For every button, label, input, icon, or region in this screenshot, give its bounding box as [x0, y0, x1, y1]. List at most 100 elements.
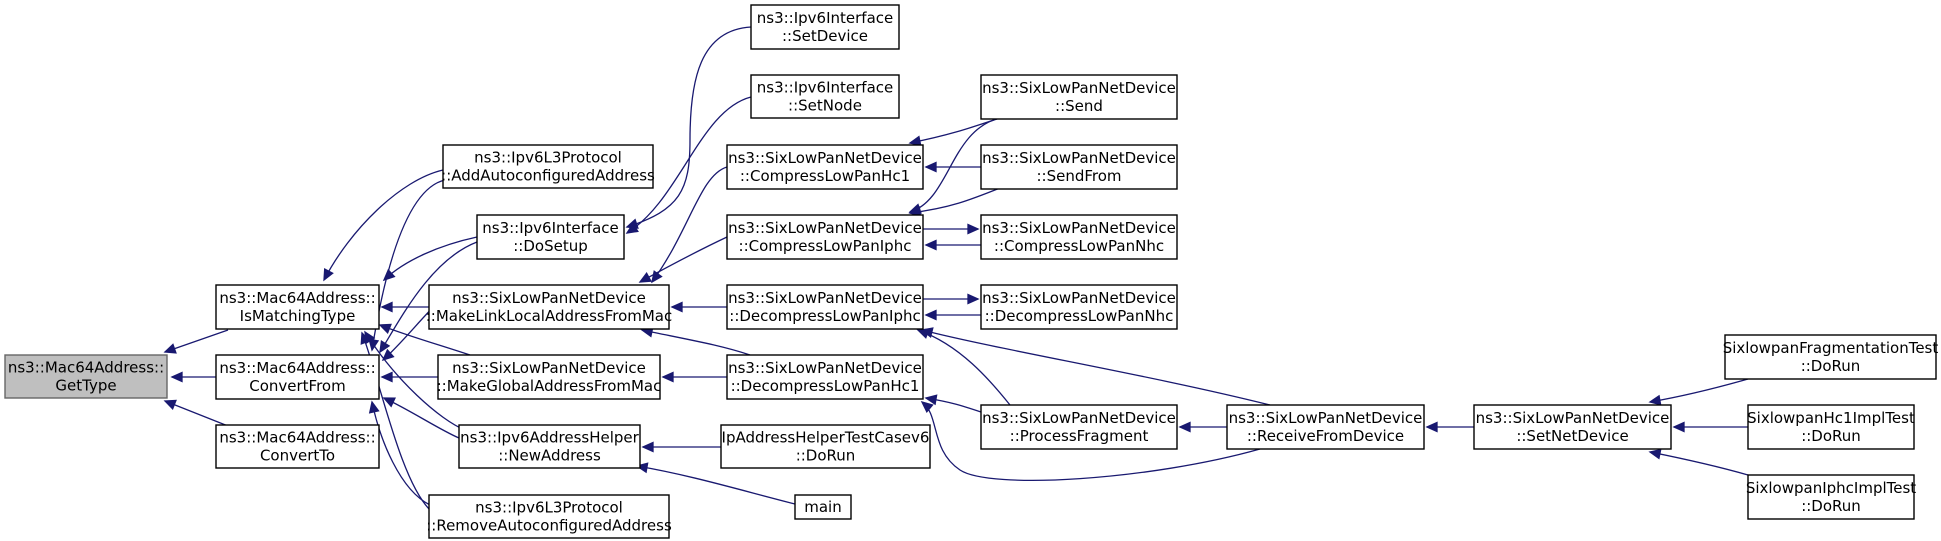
node-box [476, 214, 625, 260]
arrow-head [382, 268, 396, 282]
graph-node-n18[interactable]: ns3::SixLowPanNetDevice::Send [980, 74, 1178, 120]
arrow-head [379, 340, 391, 354]
call-edge-n19-to-n12 [924, 161, 981, 173]
call-edge-n26-to-n24 [1672, 421, 1748, 433]
node-box [794, 494, 852, 520]
graph-node-n7[interactable]: ns3::SixLowPanNetDevice::MakeGlobalAddre… [437, 354, 662, 400]
graph-node-n21[interactable]: ns3::SixLowPanNetDevice::DecompressLowPa… [980, 284, 1178, 330]
node-label-line: ns3::Ipv6Interface [757, 79, 894, 97]
arrow-head [360, 331, 371, 345]
arrow-head [381, 348, 395, 362]
arrow-head [1648, 448, 1662, 460]
node-label-line: ns3::Ipv6L3Protocol [474, 149, 622, 167]
call-edge-n7-to-n2 [380, 371, 438, 383]
graph-node-n9[interactable]: ns3::Ipv6L3Protocol::RemoveAutoconfigure… [426, 494, 672, 539]
call-edge-n20-to-n13 [924, 239, 981, 251]
node-label-line: ::CompressLowPanNhc [994, 237, 1164, 255]
edge-line [639, 236, 728, 283]
call-edge-n7-to-n1 [378, 323, 471, 356]
arrow-head [1648, 394, 1662, 406]
call-edge-n22-to-n15 [924, 394, 982, 413]
edge-line [917, 329, 1011, 406]
edge-line [383, 236, 478, 281]
node-box [428, 284, 670, 330]
graph-node-n13[interactable]: ns3::SixLowPanNetDevice::CompressLowPanI… [726, 214, 924, 260]
node-box [1226, 404, 1425, 450]
node-label-line: ::MakeLinkLocalAddressFromMac [426, 307, 673, 325]
graph-node-n20[interactable]: ns3::SixLowPanNetDevice::CompressLowPanN… [980, 214, 1178, 260]
node-label-line: ::SendFrom [1036, 167, 1121, 185]
graph-node-n16[interactable]: IpAddressHelperTestCasev6::DoRun [720, 424, 931, 469]
call-edge-n13-to-n6 [638, 236, 728, 283]
edge-line [379, 241, 478, 353]
call-edge-n25-to-n24 [1648, 378, 1749, 406]
graph-node-n6[interactable]: ns3::SixLowPanNetDevice::MakeLinkLocalAd… [426, 284, 673, 330]
node-label-line: ::SetNode [788, 97, 862, 115]
graph-node-n25[interactable]: SixlowpanFragmentationTest::DoRun [1723, 334, 1939, 380]
graph-node-n1[interactable]: ns3::Mac64Address::IsMatchingType [215, 284, 380, 330]
call-edge-n22-to-n14 [916, 328, 1011, 406]
node-label-line: ns3::SixLowPanNetDevice [982, 409, 1176, 427]
edge-line [383, 397, 460, 439]
call-edge-n4-to-n1 [323, 169, 444, 282]
edge-line [651, 166, 728, 283]
edge-line [921, 401, 1261, 481]
graph-node-n8[interactable]: ns3::Ipv6AddressHelper::NewAddress [458, 424, 641, 469]
node-label-line: ns3::Mac64Address:: [8, 359, 164, 377]
graph-node-n23[interactable]: ns3::SixLowPanNetDevice::ReceiveFromDevi… [1226, 404, 1425, 450]
graph-node-n11[interactable]: ns3::Ipv6Interface::SetNode [750, 74, 900, 119]
graph-node-n15[interactable]: ns3::SixLowPanNetDevice::DecompressLowPa… [726, 354, 924, 400]
graph-node-n19[interactable]: ns3::SixLowPanNetDevice::SendFrom [980, 144, 1178, 190]
graph-node-n3[interactable]: ns3::Mac64Address::ConvertTo [215, 424, 380, 469]
arrow-head [670, 301, 683, 313]
graph-node-n26[interactable]: SixlowpanHc1ImplTest::DoRun [1747, 404, 1915, 450]
node-label-line: ns3::SixLowPanNetDevice [1476, 409, 1670, 427]
graph-node-n12[interactable]: ns3::SixLowPanNetDevice::CompressLowPanH… [726, 144, 924, 190]
edge-line [371, 401, 431, 506]
node-box [1473, 404, 1672, 450]
node-label-line: ns3::SixLowPanNetDevice [728, 359, 922, 377]
call-edge-n21-to-n14 [924, 309, 981, 321]
call-edge-n9-to-n2 [368, 400, 431, 506]
node-label-line: ::ProcessFragment [1010, 427, 1149, 445]
call-edge-n6-to-n1 [380, 301, 429, 313]
node-box [458, 424, 641, 469]
graph-node-n4[interactable]: ns3::Ipv6L3Protocol::AddAutoconfiguredAd… [441, 144, 655, 189]
call-edge-n18-to-n12 [908, 117, 1001, 147]
graph-node-n5[interactable]: ns3::Ipv6Interface::DoSetup [476, 214, 625, 260]
graph-node-n27[interactable]: SixlowpanIphcImplTest::DoRun [1746, 474, 1916, 520]
arrow-head [1178, 421, 1191, 433]
graph-node-n17[interactable]: main [794, 494, 852, 520]
node-label-line: ::DecompressLowPanIphc [729, 307, 920, 325]
edge-line [909, 117, 1001, 144]
graph-node-n0: ns3::Mac64Address::GetType [4, 354, 168, 399]
graph-node-n24[interactable]: ns3::SixLowPanNetDevice::SetNetDevice [1473, 404, 1672, 450]
node-box [726, 354, 924, 400]
arrow-head [170, 371, 183, 383]
node-label-line: ns3::Ipv6Interface [482, 219, 619, 237]
node-box [437, 354, 661, 400]
edge-line [164, 400, 229, 427]
edge-line [361, 332, 431, 511]
node-label-line: ::Send [1055, 97, 1103, 115]
node-label-line: ConvertFrom [249, 377, 345, 395]
arrow-head [924, 394, 938, 406]
arrow-head [924, 239, 937, 251]
edge-line [641, 329, 751, 356]
node-label-line: IsMatchingType [240, 307, 356, 325]
node-box [1724, 334, 1937, 380]
graph-node-n2[interactable]: ns3::Mac64Address::ConvertFrom [215, 354, 380, 400]
call-edge-n10-to-n5 [625, 26, 752, 229]
node-box [980, 214, 1178, 260]
node-label-line: ::DoRun [1801, 357, 1861, 375]
call-edge-n9-to-n1 [360, 331, 431, 511]
graph-node-n10[interactable]: ns3::Ipv6Interface::SetDevice [750, 4, 900, 50]
node-label-line: ns3::SixLowPanNetDevice [982, 79, 1176, 97]
node-box [1747, 404, 1915, 450]
arrow-head [920, 327, 934, 338]
graph-node-n14[interactable]: ns3::SixLowPanNetDevice::DecompressLowPa… [726, 284, 924, 330]
node-box [980, 284, 1178, 330]
arrow-head [967, 223, 980, 235]
node-label-line: IpAddressHelperTestCasev6 [722, 429, 930, 447]
graph-node-n22[interactable]: ns3::SixLowPanNetDevice::ProcessFragment [980, 404, 1178, 450]
